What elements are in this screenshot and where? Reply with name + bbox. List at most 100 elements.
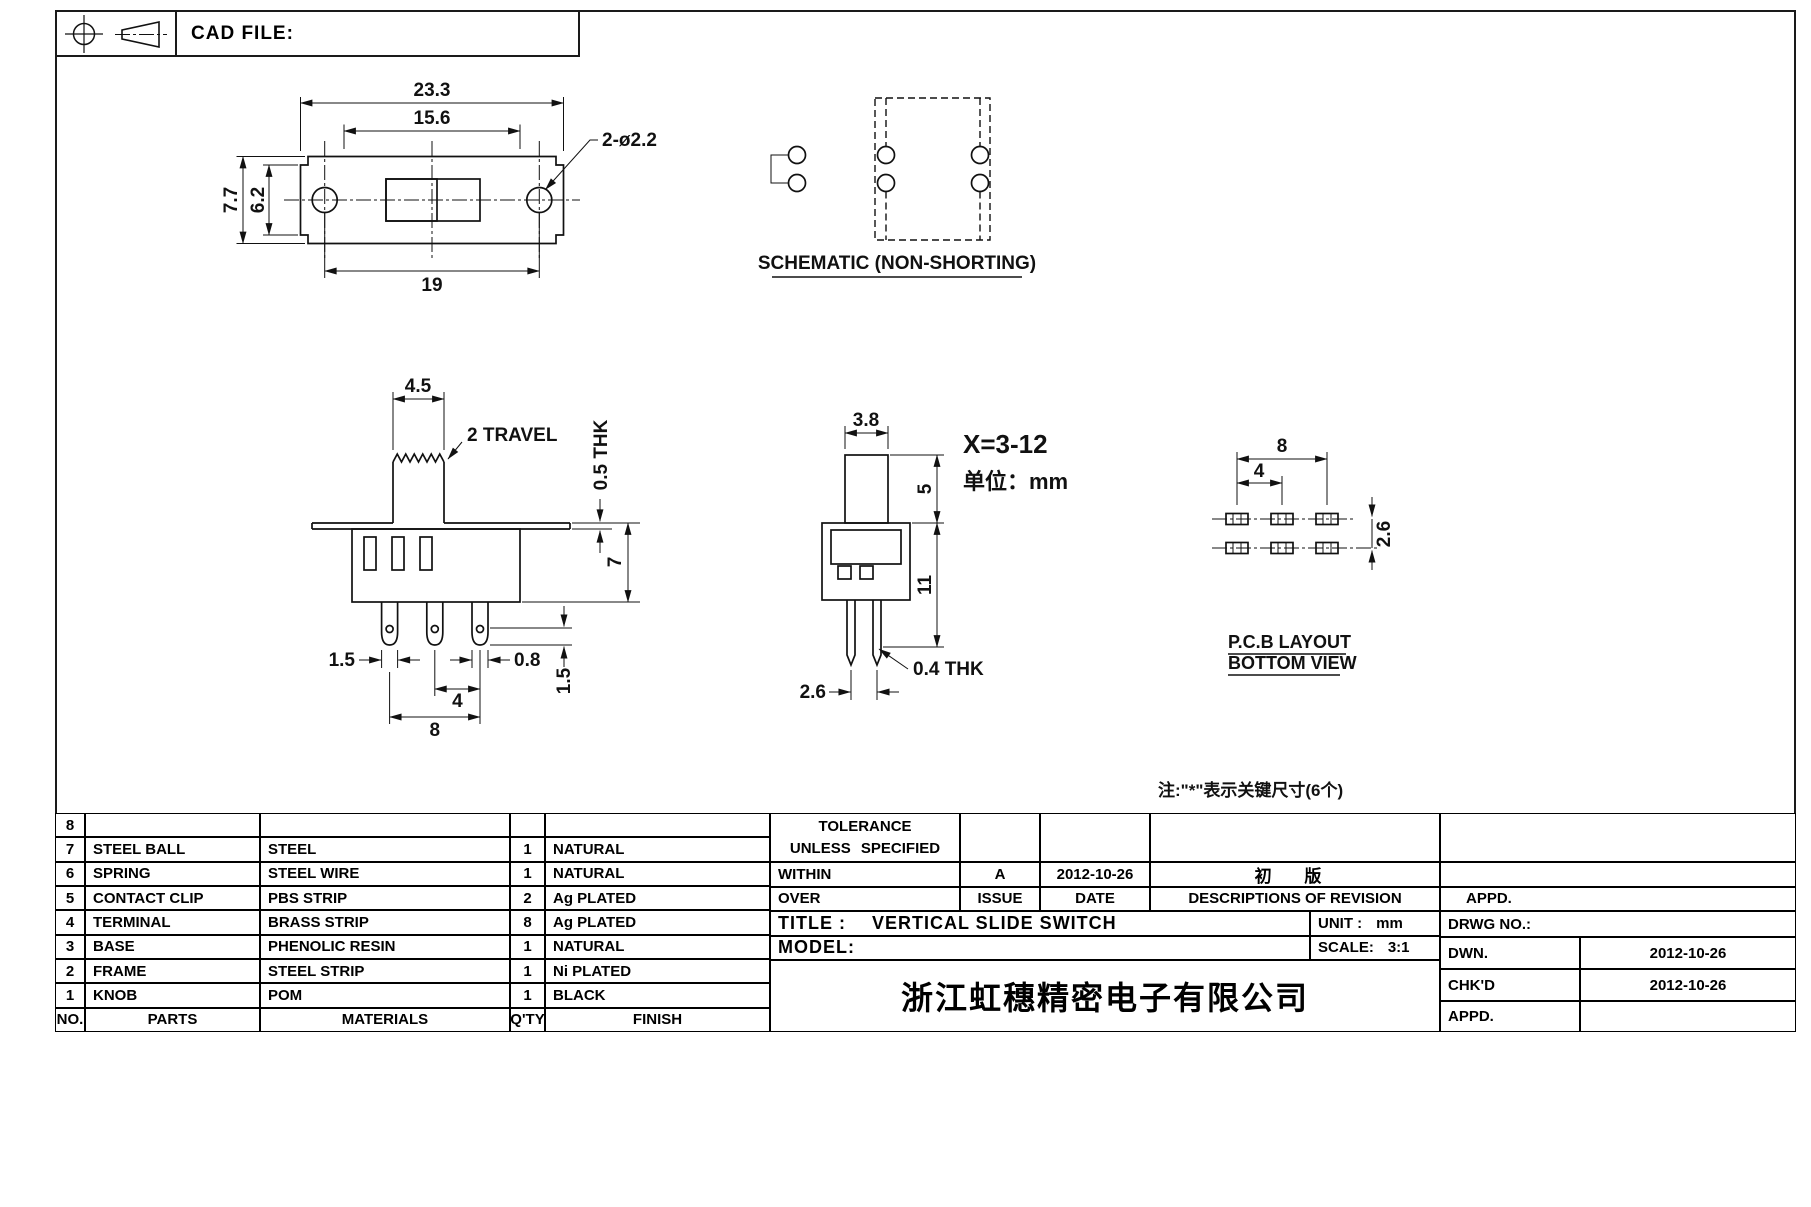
parts-material: PBS STRIP [260, 885, 510, 911]
dim-pin-width-right: 0.8 [514, 650, 540, 671]
revision-empty-cell [1040, 813, 1150, 862]
parts-material: POM [260, 983, 510, 1008]
projection-symbols [57, 12, 177, 55]
projection-symbol-icons [65, 15, 167, 53]
drwg-no-cell: DRWG NO.: [1440, 911, 1796, 937]
dim-slot-width: 15.6 [414, 108, 451, 129]
pcb-caption-line2: BOTTOM VIEW [1228, 653, 1357, 673]
pcb-layout-view: 8 4 2.6 P.C.B LAYOUT BOTTOM VIEW [1212, 436, 1395, 676]
parts-header-parts: PARTS [85, 1007, 260, 1032]
parts-name: TERMINAL [85, 910, 260, 935]
dim-pin-gap: 2.6 [800, 682, 826, 703]
dim-pad-span: 8 [1277, 436, 1288, 457]
descriptions-header: DESCRIPTIONS OF REVISION [1150, 886, 1440, 911]
scale-cell: SCALE: 3:1 [1310, 935, 1440, 960]
title-label: TITLE : [778, 912, 846, 933]
company-name: 浙江虹穗精密电子有限公司 [770, 960, 1440, 1032]
over-cell: OVER [770, 886, 960, 911]
parts-name: FRAME [85, 958, 260, 984]
parts-material: STEEL STRIP [260, 958, 510, 984]
dim-pin-thickness: 0.4 THK [913, 659, 984, 680]
appd-header: APPD. [1440, 886, 1796, 911]
dim-end-body-height: 11 [915, 575, 936, 596]
dim-mounting-holes: 2-ø2.2 [602, 130, 657, 151]
schematic-view: SCHEMATIC (NON-SHORTING) [758, 97, 1036, 278]
parts-material: STEEL [260, 837, 510, 862]
chkd-date-cell: 2012-10-26 [1580, 969, 1796, 1001]
tolerance-line2: UNLESS SPECIFIED [789, 839, 941, 857]
parts-name [85, 813, 260, 838]
revision-empty-cell [1440, 813, 1796, 862]
cad-file-label: CAD FILE: [191, 22, 294, 44]
parts-no: 7 [55, 837, 85, 862]
parts-qty: 2 [510, 885, 545, 911]
date-header: DATE [1040, 886, 1150, 911]
x-range-note: X=3-12 [963, 429, 1048, 459]
side-view: 4.5 2 TRAVEL 0.5 THK 7 1.5 0.8 4 [311, 376, 640, 741]
key-dimension-note: 注:"*"表示关键尺寸(6个) [1158, 780, 1343, 800]
revision-empty-cell [960, 813, 1040, 862]
first-angle-target-icon [65, 15, 103, 53]
revision-date-value: 2012-10-26 [1040, 862, 1150, 887]
parts-qty [510, 813, 545, 838]
unit-cell: UNIT : mm [1310, 911, 1440, 936]
parts-no: 1 [55, 983, 85, 1008]
parts-header-finish: FINISH [545, 1007, 770, 1032]
pcb-caption-line1: P.C.B LAYOUT [1228, 632, 1351, 652]
dim-end-height: 6.2 [248, 187, 269, 213]
model-cell: MODEL: [770, 935, 1310, 960]
parts-qty: 1 [510, 861, 545, 886]
dim-knob-width: 4.5 [405, 376, 432, 397]
dwn-date-cell: 2012-10-26 [1580, 937, 1796, 969]
dim-plate-thickness: 0.5 THK [591, 419, 612, 490]
parts-qty: 8 [510, 910, 545, 935]
chkd-label-cell: CHK'D [1440, 969, 1580, 1001]
scale-label: SCALE: [1318, 939, 1374, 957]
parts-name: CONTACT CLIP [85, 885, 260, 911]
within-cell: WITHIN [770, 862, 960, 887]
title-block: TOLERANCE UNLESS SPECIFIED WITHIN OVER A… [770, 813, 1796, 1032]
parts-qty: 1 [510, 983, 545, 1008]
dim-knob-height: 5 [915, 483, 936, 494]
dim-pin-hole: 1.5 [554, 667, 575, 694]
unit-note: 单位：mm [963, 469, 1068, 494]
parts-material: STEEL WIRE [260, 861, 510, 886]
cone-projection-icon [115, 21, 167, 48]
parts-material: PHENOLIC RESIN [260, 934, 510, 959]
parts-name: KNOB [85, 983, 260, 1008]
parts-name: SPRING [85, 861, 260, 886]
dim-pad-pitch: 4 [1254, 461, 1265, 482]
travel-label: 2 TRAVEL [467, 425, 558, 446]
parts-finish: Ni PLATED [545, 958, 770, 984]
parts-finish: NATURAL [545, 934, 770, 959]
dwn-label-cell: DWN. [1440, 937, 1580, 969]
revision-description-value: 初 版 [1150, 862, 1440, 887]
dim-pin-span: 8 [430, 720, 441, 741]
dim-height: 7.7 [221, 187, 242, 213]
schematic-caption: SCHEMATIC (NON-SHORTING) [758, 253, 1036, 274]
parts-material [260, 813, 510, 838]
parts-header-qty: Q'TY [510, 1007, 545, 1032]
parts-header-no: NO. [55, 1007, 85, 1032]
revision-issue-value: A [960, 862, 1040, 887]
tolerance-line1: TOLERANCE [818, 817, 912, 835]
parts-name: BASE [85, 934, 260, 959]
parts-material: BRASS STRIP [260, 910, 510, 935]
parts-finish: BLACK [545, 983, 770, 1008]
revision-appd-value [1440, 862, 1796, 887]
parts-qty: 1 [510, 958, 545, 984]
title-cell: TITLE : VERTICAL SLIDE SWITCH [770, 911, 1310, 936]
parts-no: 8 [55, 813, 85, 838]
unit-label: UNIT : [1318, 914, 1363, 932]
dim-pin-pitch: 4 [452, 691, 463, 712]
parts-qty: 1 [510, 934, 545, 959]
parts-finish [545, 813, 770, 838]
parts-qty: 1 [510, 837, 545, 862]
parts-no: 4 [55, 910, 85, 935]
dim-body-height: 7 [605, 557, 626, 568]
parts-no: 5 [55, 885, 85, 911]
appd-date-cell [1580, 1001, 1796, 1032]
appd-label-cell: APPD. [1440, 1001, 1580, 1032]
